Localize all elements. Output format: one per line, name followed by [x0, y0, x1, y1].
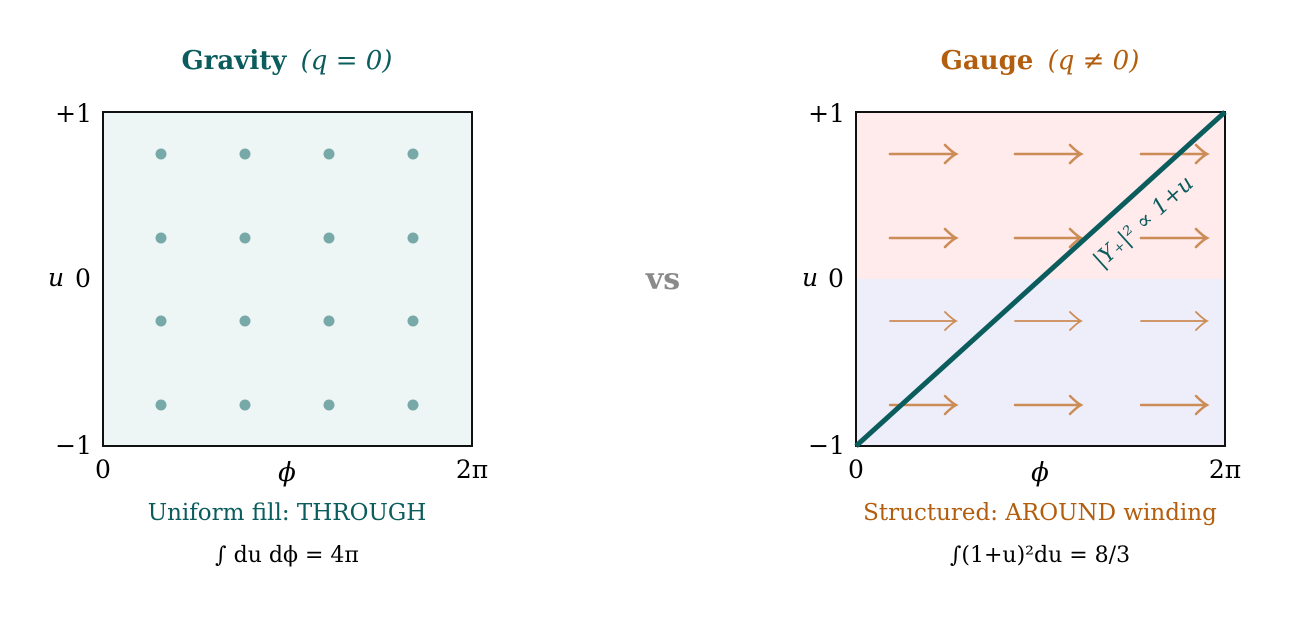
- gravity-caption: Uniform fill: THROUGH: [148, 500, 427, 526]
- grid-dot: [407, 315, 419, 327]
- gauge-caption: Structured: AROUND winding: [863, 500, 1217, 526]
- gravity-title-math: (q = 0): [301, 46, 393, 76]
- gravity-x-right-label: 2π: [456, 455, 488, 484]
- grid-dot: [239, 315, 251, 327]
- winding-arrow: [1014, 311, 1084, 331]
- gravity-y-top-label: +1: [55, 99, 92, 128]
- grid-dot: [323, 315, 335, 327]
- gauge-title-math: (q ≠ 0): [1048, 46, 1140, 76]
- gauge-y-mid-label: 0: [828, 264, 844, 293]
- gauge-plot-area: [855, 111, 1226, 447]
- winding-arrow: [1139, 143, 1210, 165]
- gravity-y-mid-label: 0: [75, 264, 91, 293]
- grid-dot: [239, 232, 251, 244]
- grid-dot: [323, 232, 335, 244]
- winding-arrow: [889, 311, 959, 331]
- upper-region: [856, 112, 1225, 279]
- gravity-y-axis-label: u: [48, 263, 64, 292]
- grid-dot: [155, 232, 167, 244]
- gauge-title-word: Gauge: [941, 46, 1034, 76]
- gauge-x-axis-label: ϕ: [1031, 458, 1049, 488]
- winding-arrow: [1013, 143, 1084, 165]
- gravity-panel: Gravity (q = 0) +1 −1 u 0 0 ϕ 2π Uniform…: [48, 46, 488, 568]
- winding-diagonal-line: [854, 110, 1227, 448]
- gauge-y-bottom-label: −1: [808, 431, 845, 460]
- gauge-panel: Gauge (q ≠ 0) |Y₊|² ∝ 1+u +1 −1 u 0 0 ϕ …: [802, 46, 1241, 568]
- winding-arrow: [888, 143, 959, 165]
- grid-dot: [239, 399, 251, 411]
- gauge-x-left-label: 0: [848, 455, 864, 484]
- winding-arrow-grid: [888, 143, 1210, 416]
- gravity-title: Gravity (q = 0): [182, 46, 393, 76]
- grid-dot: [323, 148, 335, 160]
- winding-arrow: [1140, 311, 1210, 331]
- gravity-formula: ∫ du dϕ = 4π: [215, 543, 359, 568]
- grid-dot: [155, 315, 167, 327]
- gauge-formula: ∫(1+u)²du = 8/3: [950, 543, 1130, 568]
- winding-arrow: [1013, 227, 1084, 249]
- gravity-title-word: Gravity: [182, 46, 288, 76]
- winding-arrow: [1139, 394, 1210, 416]
- grid-dot: [239, 148, 251, 160]
- winding-arrow: [1013, 394, 1084, 416]
- vs-separator: vs: [645, 262, 680, 297]
- gauge-y-top-label: +1: [808, 99, 845, 128]
- gravity-x-left-label: 0: [95, 455, 111, 484]
- grid-dot: [407, 399, 419, 411]
- winding-arrow: [888, 227, 959, 249]
- gauge-x-right-label: 2π: [1209, 455, 1241, 484]
- grid-dot: [323, 399, 335, 411]
- gauge-title: Gauge (q ≠ 0): [941, 46, 1140, 76]
- grid-dot: [407, 148, 419, 160]
- gravity-plot-area: [102, 111, 473, 447]
- gravity-x-axis-label: ϕ: [278, 458, 296, 488]
- winding-arrow: [1139, 227, 1210, 249]
- grid-dot: [407, 232, 419, 244]
- lower-region: [856, 279, 1225, 446]
- grid-dot: [155, 399, 167, 411]
- gravity-y-bottom-label: −1: [55, 431, 92, 460]
- grid-dot: [155, 148, 167, 160]
- gauge-y-axis-label: u: [802, 263, 818, 292]
- uniform-dot-grid: [155, 148, 419, 411]
